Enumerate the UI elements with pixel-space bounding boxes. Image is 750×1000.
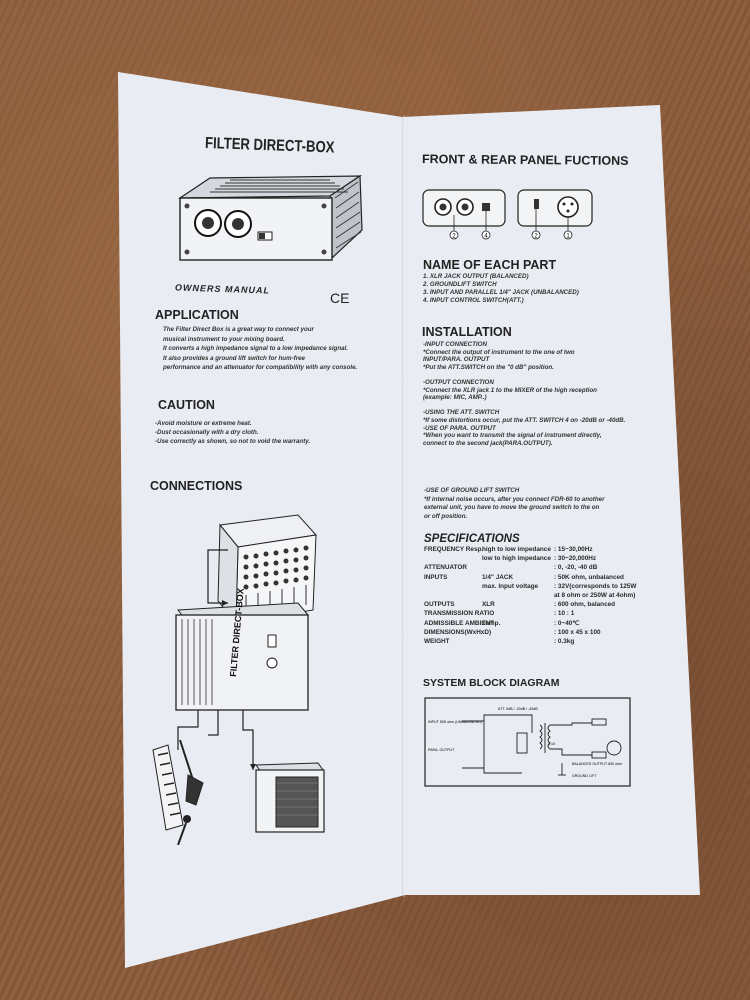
installation-line: *Put the ATT.SWITCH on the "0 dB" positi… <box>423 363 554 371</box>
installation-line: *Connect the XLR jack 1 to the MIXER of … <box>423 386 597 394</box>
application-line: It converts a high impedance signal to a… <box>163 345 348 352</box>
ground-lift-line: *If internal noise occurs, after you con… <box>424 495 605 503</box>
part-item: 3. INPUT AND PARALLEL 1/4" JACK (UNBALAN… <box>423 289 579 296</box>
spec-value: : 10 : 1 <box>554 610 575 618</box>
ground-lift-line: or off position. <box>424 512 468 520</box>
caution-heading: CAUTION <box>158 398 215 412</box>
spec-sub: high to low impedance <box>482 546 551 553</box>
part-item: 1. XLR JACK OUTPUT (BALANCED) <box>423 273 529 280</box>
spec-label: ATTENUATOR <box>424 564 467 572</box>
spec-sub: Temp. <box>482 619 501 627</box>
spec-value: : 600 ohm, balanced <box>554 601 616 609</box>
caution-line: -Use correctly as shown, so not to void … <box>155 438 311 445</box>
spec-label: INPUTS <box>424 573 448 581</box>
spec-sub: max. Input voltage <box>482 582 539 590</box>
spec-sub: XLR <box>482 601 495 609</box>
connections-heading: CONNECTIONS <box>150 479 243 493</box>
application-heading: APPLICATION <box>155 308 239 322</box>
installation-line: connect to the second jack(PARA.OUTPUT). <box>423 439 553 447</box>
installation-line: INPUT/PARA. OUTPUT <box>423 356 490 364</box>
caution-line: -Dust occasionally with a dry cloth. <box>155 429 259 436</box>
specifications-heading: SPECIFICATIONS <box>424 533 520 545</box>
svg-text:2: 2 <box>452 234 456 240</box>
installation-line: *Connect the output of instrument to the… <box>423 348 575 356</box>
name-of-each-part-heading: NAME OF EACH PART <box>423 258 557 272</box>
svg-text:GROUND LIFT: GROUND LIFT <box>572 774 597 778</box>
spec-label: FREQUENCY Resp. <box>424 546 484 553</box>
spec-label: TRANSMISSION RATIO <box>424 610 495 618</box>
panel-diagram: 2 4 2 1 <box>422 189 593 240</box>
svg-text:1:10: 1:10 <box>548 742 555 746</box>
spec-sub: 1/4" JACK <box>482 573 514 581</box>
spec-label: OUTPUTS <box>424 601 455 609</box>
spec-value: : 100 x 45 x 100 <box>554 628 601 636</box>
block-diagram: INPUT 50K ohm (UNBALANCED) PARA. OUTPUT … <box>424 697 631 787</box>
svg-text:PARA. OUTPUT: PARA. OUTPUT <box>428 748 455 752</box>
svg-text:ATT. 0dB / -20dB / -40dB: ATT. 0dB / -20dB / -40dB <box>498 707 538 711</box>
spec-value: : 0.3kg <box>554 638 575 645</box>
application-line: The Filter Direct Box is a great way to … <box>163 326 314 333</box>
installation-line: -OUTPUT CONNECTION <box>423 379 494 386</box>
caution-line: -Avoid moisture or extreme heat. <box>155 420 252 427</box>
part-item: 4. INPUT CONTROL SWITCH(ATT.) <box>423 297 524 304</box>
spec-label: ADMISSIBLE AMBIENT <box>424 619 495 627</box>
spec-value: : 0~40℃ <box>554 619 580 627</box>
ground-lift-line: external unit, you have to move the grou… <box>424 504 600 512</box>
ground-lift-line: -USE OF GROUND LIFT SWITCH <box>424 487 520 494</box>
ce-mark: CE <box>330 290 350 306</box>
spec-value: : 30~20,000Hz <box>554 555 597 563</box>
installation-line: -USE OF PARA. OUTPUT <box>423 424 496 432</box>
spec-label: DIMENSIONS(WxHxD) <box>424 628 492 636</box>
front-rear-heading: FRONT & REAR PANEL FUCTIONS <box>421 152 629 168</box>
installation-line: *When you want to transmit the signal of… <box>423 432 602 440</box>
block-diagram-heading: SYSTEM BLOCK DIAGRAM <box>423 677 560 689</box>
spec-value: : 32V(corresponds to 125W <box>554 582 637 590</box>
svg-text:INPUT 50K ohm (UNBALANCED): INPUT 50K ohm (UNBALANCED) <box>428 720 482 724</box>
spec-value: at 8 ohm or 250W at 4ohm) <box>554 592 636 599</box>
svg-text:2: 2 <box>534 234 538 240</box>
svg-text:1: 1 <box>566 234 570 240</box>
installation-heading: INSTALLATION <box>422 325 512 339</box>
direct-box-illustration <box>177 174 363 261</box>
part-item: 2. GROUNDLIFT SWITCH <box>423 281 497 288</box>
spec-label: WEIGHT <box>424 638 450 645</box>
installation-line: (example: MIC, AMP..) <box>423 394 487 402</box>
spec-value: : 0, -20, -40 dB <box>554 564 598 572</box>
installation-line: -INPUT CONNECTION <box>423 341 487 348</box>
svg-text:4: 4 <box>484 234 488 240</box>
spec-value: : 50K ohm, unbalanced <box>554 573 624 581</box>
application-line: performance and an attenuator for compat… <box>163 364 358 371</box>
spec-sub: low to high impedance <box>482 555 551 563</box>
installation-line: *If some distortions occur, put the ATT.… <box>423 417 626 424</box>
application-line: musical instrument to your mixing board. <box>163 335 285 343</box>
connections-diagram: FILTER DIRECT-BOX <box>152 514 325 845</box>
application-line: It also provides a ground lift switch fo… <box>163 354 305 362</box>
svg-text:BALANCED OUTPUT 600 ohm: BALANCED OUTPUT 600 ohm <box>572 762 622 766</box>
page-fold <box>402 115 405 897</box>
spec-value: : 15~30,00Hz <box>554 546 593 553</box>
installation-line: -USING THE ATT. SWITCH <box>423 409 500 417</box>
